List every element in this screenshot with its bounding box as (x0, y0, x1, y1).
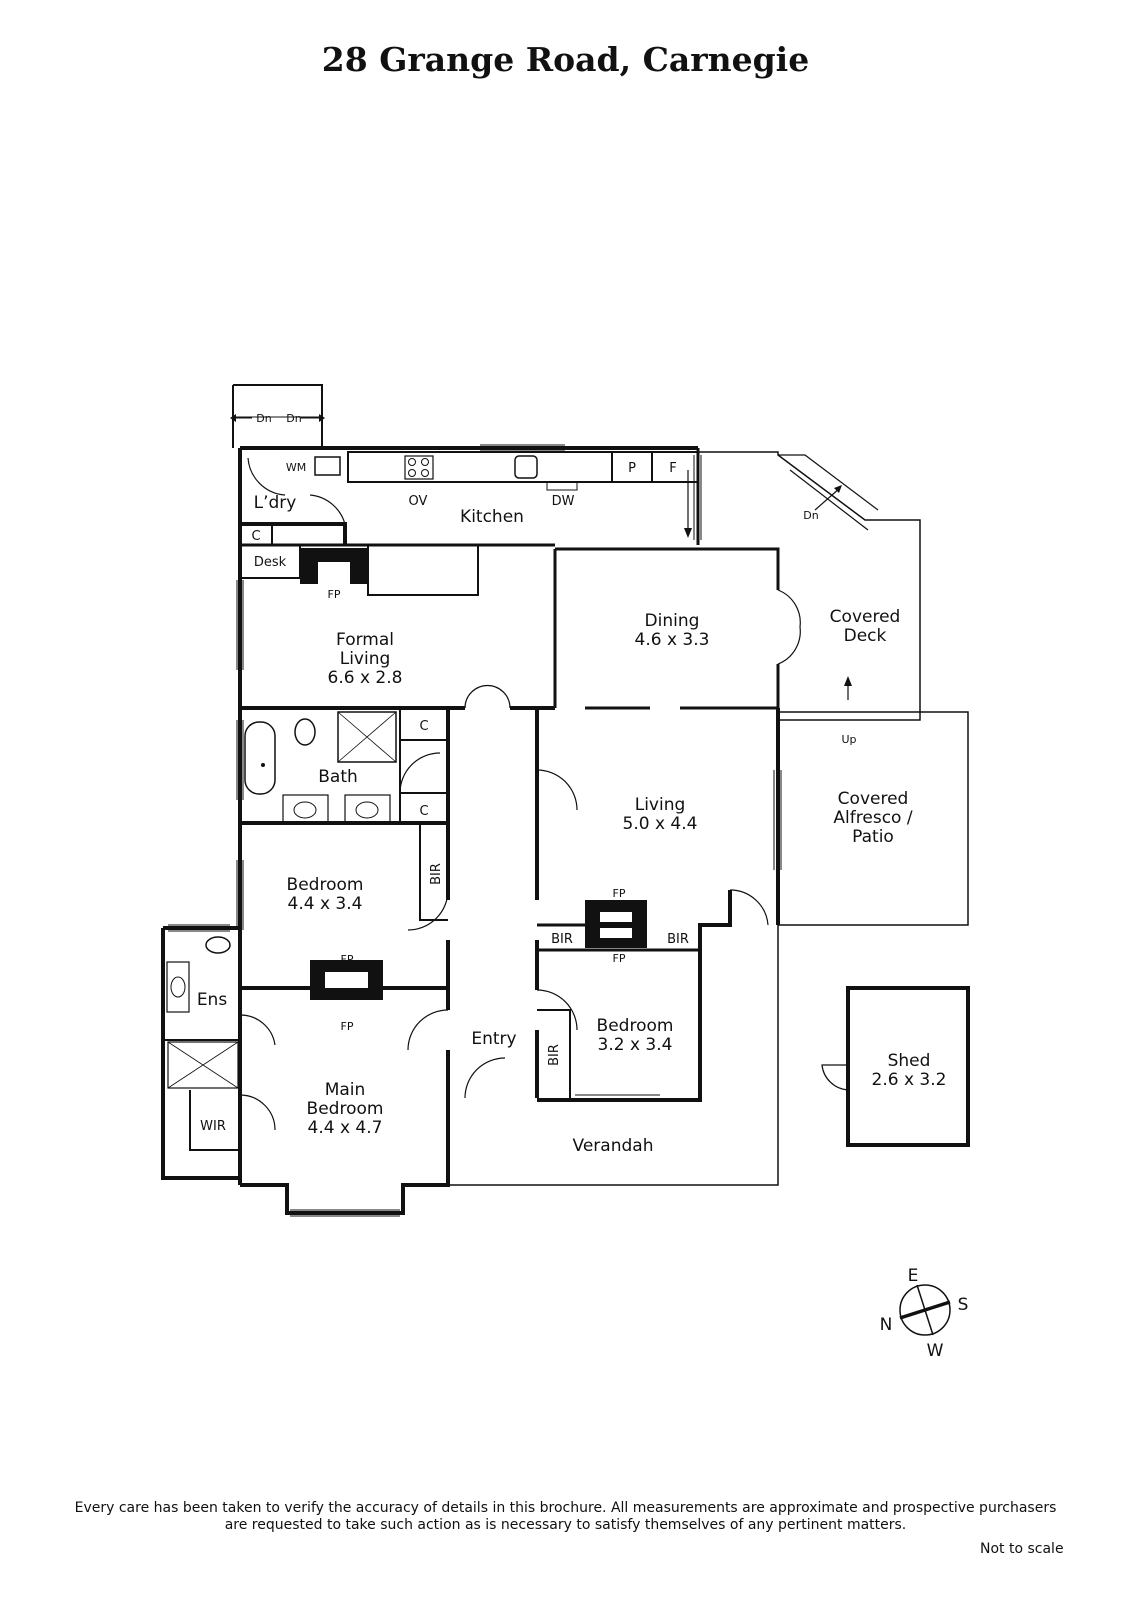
label-bir-bed3-right: BIR (667, 932, 689, 947)
label-dining: Dining (645, 611, 700, 631)
label-fp-main: FP (341, 1020, 354, 1033)
compass-axis (916, 1284, 934, 1336)
label-dn-deck: Dn (803, 509, 818, 522)
dim-bedroom-3: 3.2 x 3.4 (598, 1035, 673, 1055)
fixture-labels: WM OV DW P F C Desk FP C C BIR FP FP FP … (251, 412, 856, 1066)
label-fp-living: FP (613, 887, 626, 900)
dim-main-bedroom: 4.4 x 4.7 (308, 1118, 383, 1138)
label-alfresco-3: Patio (852, 827, 894, 847)
label-fridge: F (669, 461, 676, 476)
compass-w: W (927, 1341, 944, 1361)
label-formal-living-2: Living (340, 649, 391, 669)
label-wm: WM (286, 461, 306, 474)
dim-formal-living: 6.6 x 2.8 (328, 668, 403, 688)
label-bath: Bath (318, 767, 358, 787)
label-cupboard-laundry: C (251, 529, 260, 544)
label-shed: Shed (888, 1051, 931, 1071)
label-kitchen: Kitchen (460, 507, 524, 527)
compass-circle (899, 1284, 951, 1336)
compass-e: E (908, 1266, 919, 1286)
compass: E S N W (880, 1266, 969, 1361)
label-fp-bed3: FP (613, 952, 626, 965)
label-bir-bed3: BIR (547, 1044, 562, 1066)
label-bir-bed3-left: BIR (551, 932, 573, 947)
label-laundry: L’dry (254, 493, 297, 513)
label-cupboard-bath-1: C (419, 719, 428, 734)
label-cupboard-bath-2: C (419, 804, 428, 819)
label-bedroom-3: Bedroom (597, 1016, 674, 1036)
label-desk: Desk (254, 555, 287, 570)
label-verandah: Verandah (573, 1136, 654, 1156)
label-living: Living (635, 795, 686, 815)
compass-s: S (958, 1295, 969, 1315)
label-pantry: P (628, 461, 636, 476)
compass-n: N (880, 1315, 893, 1335)
label-dn-steps-1: Dn (256, 412, 271, 425)
not-to-scale-note: Not to scale (980, 1541, 1064, 1557)
page-title: 28 Grange Road, Carnegie (321, 40, 810, 79)
label-main-bedroom: Main (325, 1080, 366, 1100)
label-alfresco: Covered (838, 789, 909, 809)
label-bir-bed2: BIR (429, 863, 444, 885)
label-wir: WIR (200, 1119, 226, 1134)
walls (161, 384, 970, 1215)
label-fp-formal: FP (328, 588, 341, 601)
label-fp-bed2: FP (341, 953, 354, 966)
label-main-bedroom-2: Bedroom (307, 1099, 384, 1119)
label-ov: OV (409, 494, 428, 509)
doors (239, 457, 849, 1131)
label-covered-deck-2: Deck (844, 626, 887, 646)
label-covered-deck: Covered (830, 607, 901, 627)
label-dw: DW (552, 494, 575, 509)
disclaimer-line-1: Every care has been taken to verify the … (74, 1500, 1057, 1516)
label-up-alfresco: Up (841, 733, 856, 746)
dim-dining: 4.6 x 3.3 (635, 630, 710, 650)
label-formal-living: Formal (336, 630, 394, 650)
disclaimer-line-2: are requested to take such action as is … (224, 1517, 907, 1533)
room-labels: Kitchen L’dry Formal Living 6.6 x 2.8 Di… (197, 493, 947, 1156)
fixtures (166, 414, 852, 1089)
windows (168, 444, 782, 1217)
label-bedroom-2: Bedroom (287, 875, 364, 895)
label-dn-steps-2: Dn (286, 412, 301, 425)
dim-living: 5.0 x 4.4 (623, 814, 698, 834)
label-entry: Entry (471, 1029, 516, 1049)
label-ensuite: Ens (197, 990, 228, 1010)
dim-bedroom-2: 4.4 x 3.4 (288, 894, 363, 914)
dim-shed: 2.6 x 3.2 (872, 1070, 947, 1090)
label-alfresco-2: Alfresco / (833, 808, 912, 828)
